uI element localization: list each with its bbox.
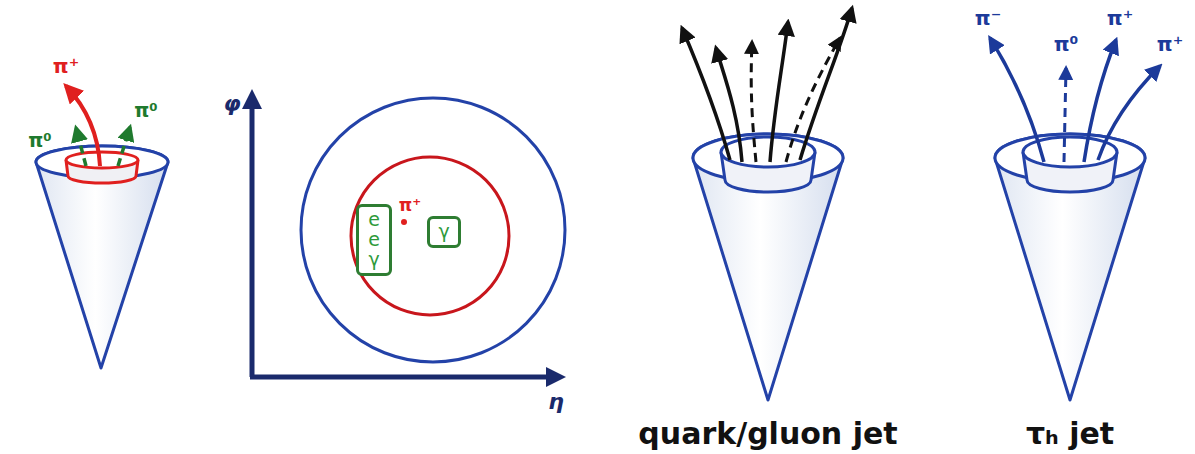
eta-phi-plane	[250, 95, 565, 377]
axis-label: φ	[223, 93, 240, 115]
particle-label: π⁰	[28, 131, 51, 150]
photon-cluster-box: γ	[427, 216, 461, 248]
particle-label: π⁺	[1107, 8, 1133, 28]
quark-gluon-jet-cone	[682, 8, 852, 400]
cluster-text: e	[368, 210, 380, 230]
particle-label: π⁺	[1157, 34, 1183, 54]
cluster-text: γ	[438, 222, 449, 242]
jet-caption: τₕ jet	[1026, 419, 1114, 449]
cluster-text: γ	[368, 250, 379, 270]
particle-label: π⁺	[399, 197, 421, 214]
photon-cluster-box: eeγ	[356, 204, 392, 276]
jet-caption: quark/gluon jet	[638, 419, 897, 449]
particle-label: π⁰	[1054, 34, 1079, 54]
isolation-cone	[36, 86, 168, 368]
particle-label: π⁻	[975, 8, 1001, 28]
axis-label: η	[548, 391, 564, 413]
particle-label: π⁺	[53, 56, 79, 76]
particle-label: π⁰	[134, 101, 157, 120]
cluster-text: e	[368, 230, 380, 250]
tau-jet-cone	[990, 38, 1160, 400]
